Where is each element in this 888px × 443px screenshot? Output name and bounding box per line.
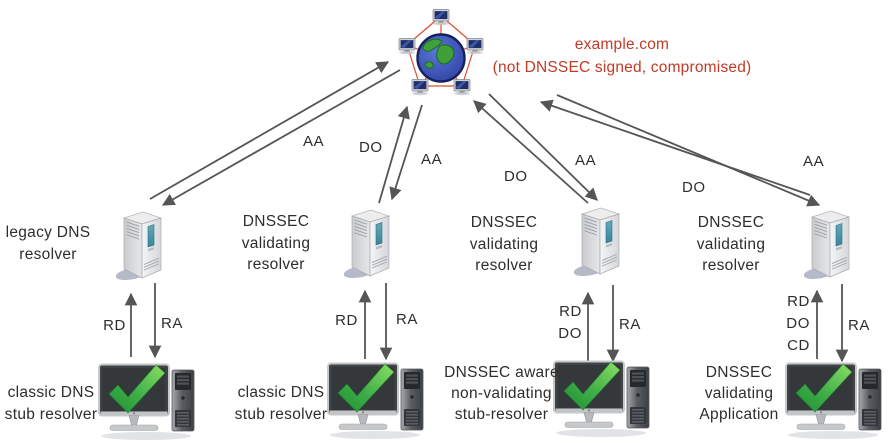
caption-note: (not DNSSEC signed, compromised)	[492, 59, 752, 76]
resolver-label-1: legacy DNS resolver	[5, 224, 91, 263]
stub-label-2: classic DNS stub resolver	[234, 384, 328, 423]
ra-flag-1: RA	[161, 315, 184, 332]
aa-flag-2: AA	[421, 151, 443, 168]
rd-flags-2: RD	[335, 312, 358, 329]
arrow-do-resolver3-to-internet	[473, 100, 589, 204]
ra-flag-2: RA	[396, 311, 419, 328]
desktop-check-icon-3	[553, 360, 653, 438]
arrow-do-resolver4-to-internet	[539, 99, 811, 196]
server-tower-icon-3	[574, 205, 626, 279]
ra-flag-3: RA	[619, 316, 642, 333]
desktop-check-icon-4	[785, 362, 885, 440]
aa-flag-3: AA	[575, 152, 597, 169]
arrow-do-resolver2-to-internet	[378, 105, 410, 204]
aa-flag-4: AA	[803, 153, 825, 170]
arrow-aa-internet-to-resolver2	[389, 104, 423, 201]
stub-label-3: DNSSEC aware non-validating stub-resolve…	[444, 364, 559, 423]
rd-flags-1: RD	[103, 317, 126, 334]
arrow-query-resolver1-to-internet	[149, 61, 390, 200]
compromised-zone-caption: example.com (not DNSSEC signed, compromi…	[467, 33, 777, 79]
do-flag-2: DO	[359, 139, 383, 156]
server-tower-icon-1	[116, 209, 168, 283]
rd-do-flags-3: RD DO	[558, 303, 582, 342]
ra-flag-4: RA	[848, 317, 871, 334]
caption-domain: example.com	[574, 36, 670, 53]
resolver-label-4: DNSSEC validating resolver	[696, 214, 766, 274]
server-tower-icon-2	[344, 207, 396, 281]
arrow-aa-internet-to-resolver1	[161, 69, 401, 206]
stub-label-4: DNSSEC validating Application	[699, 364, 779, 423]
desktop-check-icon-2	[327, 362, 427, 440]
resolver-label-2: DNSSEC validating resolver	[241, 213, 311, 273]
do-flag-3: DO	[504, 168, 528, 185]
stub-label-1: classic DNS stub resolver	[4, 384, 98, 423]
rd-do-cd-flags-4: RD DO CD	[786, 293, 810, 354]
aa-flag-1: AA	[303, 133, 325, 150]
desktop-check-icon-1	[98, 363, 198, 441]
server-tower-icon-4	[804, 208, 856, 282]
resolver-label-3: DNSSEC validating resolver	[469, 214, 539, 274]
do-flag-4: DO	[682, 179, 706, 196]
